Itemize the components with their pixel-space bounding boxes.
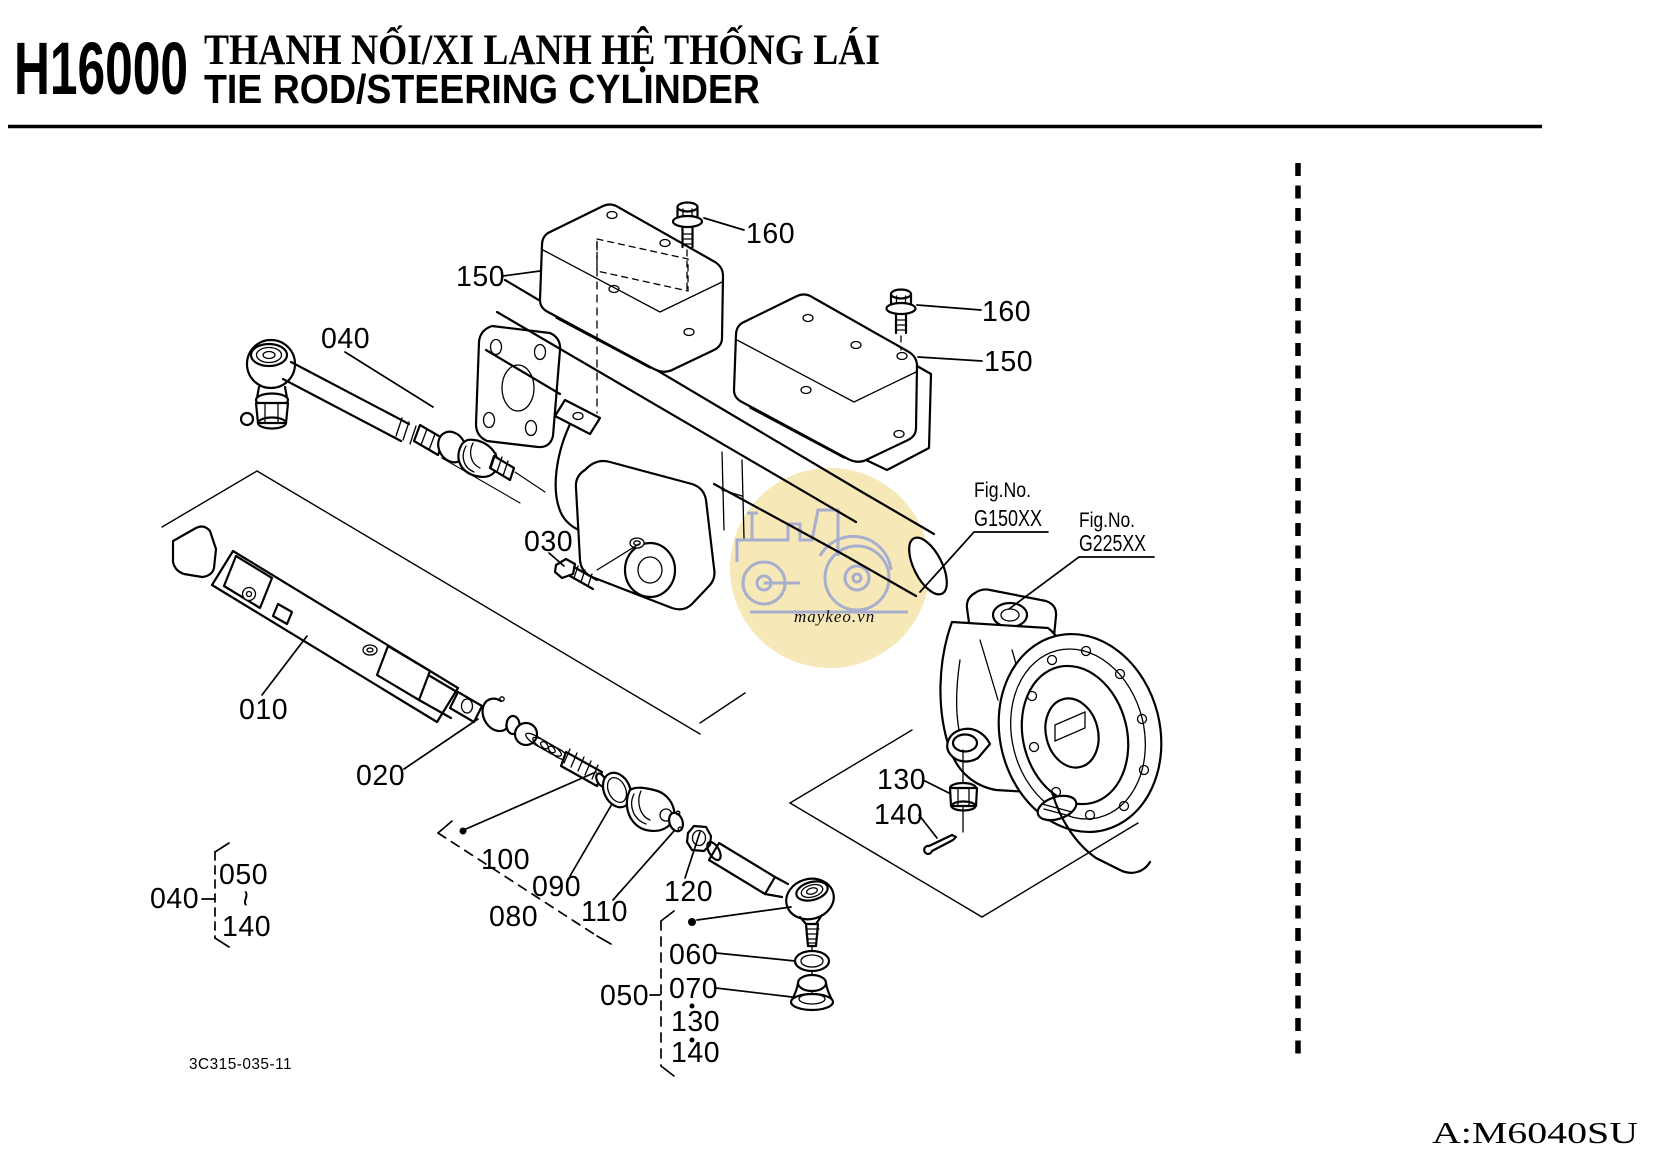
callout-100: 100: [481, 844, 530, 876]
legend-tilde: ~: [229, 890, 261, 907]
construction-lines: [161, 457, 1139, 1077]
callout-130-group: 130: [671, 1006, 720, 1038]
tie-rod-end-050: [706, 840, 835, 1012]
callout-140-knuckle: 140: [874, 799, 923, 831]
figref-code-g225: G225XX: [1079, 530, 1146, 556]
callout-110: 110: [581, 896, 628, 928]
watermark-logo: maykeo.vn: [730, 468, 930, 668]
callout-150-left: 150: [456, 261, 505, 293]
callout-070: 070: [669, 973, 718, 1005]
callout-060: 060: [669, 939, 718, 971]
page-header: H16000 THANH NỐI/XI LANH HỆ THỐNG LÁI TI…: [8, 26, 1542, 129]
shield-cover-150-left: [538, 203, 725, 414]
callout-040-legend: 040: [150, 883, 199, 915]
bolt-160-left: [671, 201, 704, 293]
figref-code-g150: G150XX: [974, 505, 1042, 531]
bolt-030: [553, 543, 640, 591]
watermark-text: maykeo.vn: [794, 607, 875, 626]
leader-lines: [261, 217, 1155, 998]
model-reference: A:M6040SU: [1432, 1115, 1638, 1150]
figure-references: Fig.No. G150XX Fig.No. G225XX: [974, 479, 1146, 556]
shield-cover-150-right: [732, 293, 933, 472]
callout-010: 010: [239, 694, 288, 726]
callout-050: 050: [600, 980, 649, 1012]
callout-090: 090: [532, 871, 581, 903]
callout-020: 020: [356, 760, 405, 792]
front-axle-assembly: [474, 278, 948, 611]
callout-080: 080: [489, 901, 538, 933]
exploded-inner-parts: [481, 696, 713, 853]
bolt-160-right: [885, 288, 917, 351]
callout-140-group: 140: [671, 1037, 720, 1069]
figref-prefix-g150: Fig.No.: [974, 479, 1031, 502]
flange-bolt-holes: [1026, 645, 1150, 821]
page-title-english: TIE ROD/STEERING CYLINDER: [204, 66, 760, 112]
figref-prefix-g225: Fig.No.: [1079, 509, 1135, 532]
callout-140-legend: 140: [222, 911, 271, 943]
callout-160-right: 160: [982, 296, 1031, 328]
callout-160-top: 160: [746, 218, 795, 250]
tie-rod-040: [239, 338, 516, 482]
section-code: H16000: [14, 27, 188, 110]
callout-120: 120: [664, 876, 713, 908]
callout-050-legend: 050: [219, 859, 268, 891]
drawing-code: 3C315-035-11: [189, 1056, 292, 1073]
steering-cylinder-010: [171, 525, 484, 724]
page-title-vietnamese: THANH NỐI/XI LANH HỆ THỐNG LÁI: [204, 26, 880, 74]
callout-030: 030: [524, 526, 573, 558]
callout-150-right: 150: [984, 346, 1033, 378]
callout-040: 040: [321, 323, 370, 355]
callout-labels: 160 150 160 150 040 030 010 020 100 090 …: [150, 218, 1033, 1069]
knuckle-housing-g225: [923, 588, 1163, 874]
callout-130-knuckle: 130: [877, 764, 926, 796]
leader-dots: [459, 827, 696, 1043]
